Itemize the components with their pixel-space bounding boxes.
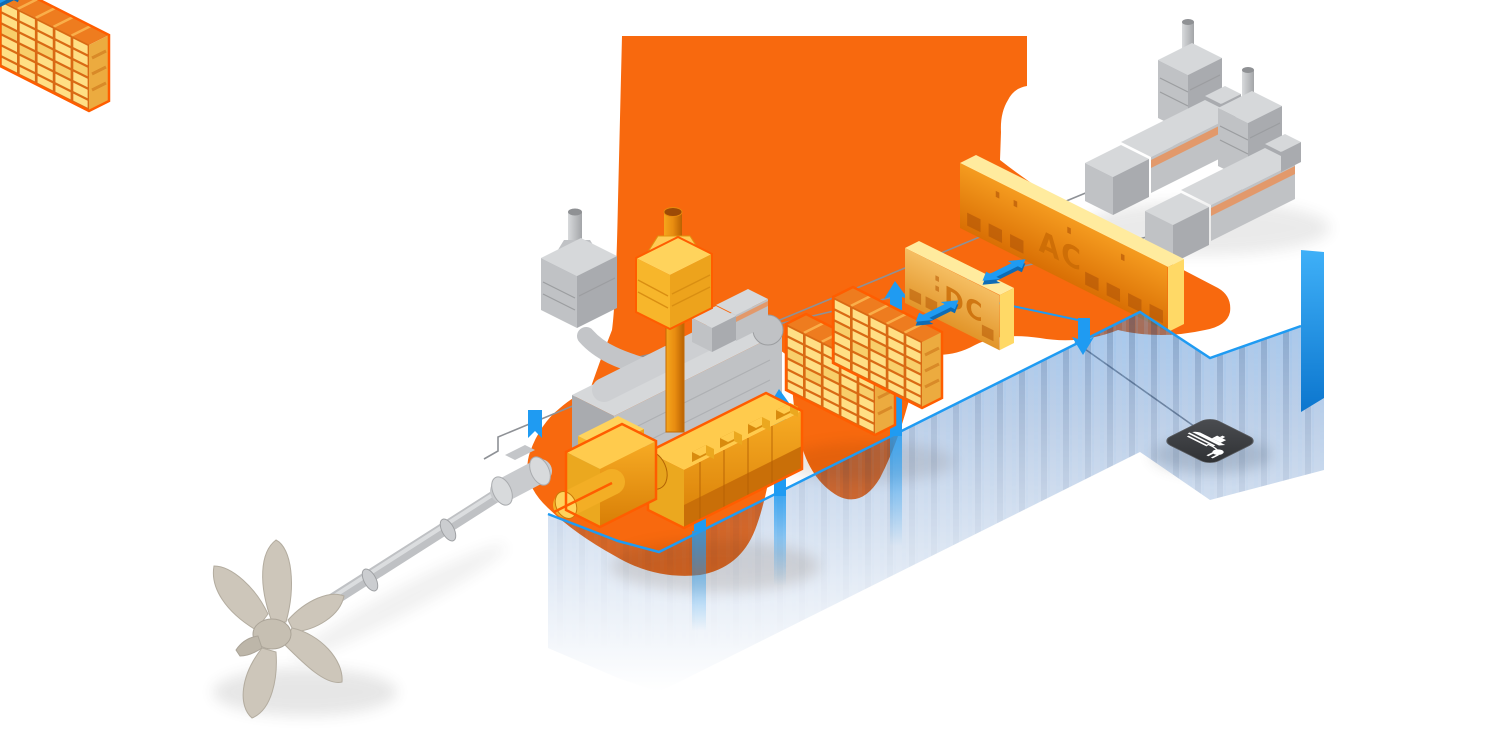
propeller-blade-down-right (283, 627, 343, 683)
plug-prongs (1206, 452, 1219, 459)
auxiliary-genset (692, 289, 768, 352)
dc-hub-connection-fade (890, 436, 902, 546)
genset-power-line-1 (483, 186, 1101, 460)
propeller-hub (252, 618, 292, 650)
wave-lines (1186, 432, 1216, 447)
aux-alt-front (692, 318, 712, 352)
rack-outline (0, 0, 111, 113)
aux-strip (736, 301, 768, 322)
plug-cable (1206, 443, 1219, 451)
shaft-coupling-2 (439, 518, 457, 542)
clutch-disc-2 (529, 456, 551, 486)
genset-group (1085, 19, 1302, 264)
propeller-blade-up (262, 539, 292, 623)
silencer-top (636, 237, 712, 275)
ac-side-face (1168, 259, 1184, 332)
plane-streaks (548, 312, 1324, 692)
shore-power-badge (1166, 419, 1254, 463)
clutch-disc-1 (491, 476, 513, 506)
rack-top (0, 0, 109, 45)
dc-side-face (1000, 288, 1014, 350)
gearbox-outline (553, 422, 658, 529)
backup-exhaust-pipe-top (568, 212, 582, 246)
gearbox-pto (553, 416, 658, 529)
aux-eng-top (716, 289, 768, 315)
silencer-top (541, 238, 617, 276)
propeller-hub-cap (235, 635, 263, 657)
rack-end (89, 35, 109, 111)
engine-outline (646, 391, 804, 530)
shaft-clutch (490, 445, 552, 506)
rack-end-shelves (91, 49, 107, 92)
rack-front-modules (0, 0, 90, 111)
aux-alt-top (692, 306, 736, 328)
plane-right-bar (1301, 250, 1324, 412)
gearbox-top (566, 424, 656, 469)
silencer-top (1158, 43, 1222, 75)
propeller-shadow (213, 668, 397, 716)
ship-shore-power-icon (1186, 431, 1227, 459)
engine-front-ribs (699, 426, 773, 520)
diesel-genset-1 (1085, 19, 1241, 215)
propeller (212, 539, 345, 719)
pto-connection-pennant (528, 410, 542, 438)
pipe-opening (1182, 19, 1194, 25)
main-engine (636, 391, 804, 530)
alternator-right (1113, 159, 1149, 215)
silencer-front (541, 258, 577, 328)
silencer-outline (635, 235, 713, 331)
pipe-opening (568, 208, 582, 216)
charge-air-strip (1151, 118, 1235, 168)
battery-connection-fade (774, 496, 786, 586)
silencer-front (636, 258, 670, 329)
clutch-top-box (505, 445, 535, 460)
alternator-top (1085, 145, 1149, 177)
ship-hull (1192, 431, 1226, 446)
ac-windows (967, 190, 1163, 324)
ac-switchboard: AC (960, 155, 1184, 332)
silencer-ribs (637, 274, 711, 309)
badge-tile (1166, 419, 1254, 463)
battery-rack-row (0, 0, 111, 113)
shaft-shadow (293, 544, 507, 660)
silencer-ribs (1159, 74, 1221, 107)
ship-superstructure (1211, 435, 1227, 443)
engine-top (1121, 100, 1235, 157)
plug-body (1212, 449, 1224, 456)
silencer-right (577, 256, 617, 328)
main-engine-exhaust (635, 207, 713, 433)
dc-windows (909, 275, 994, 342)
dc-face-bg (905, 248, 1000, 351)
engine-top (648, 393, 802, 470)
propeller-blade-right (287, 593, 345, 633)
rack-top-dividers (17, 0, 93, 37)
shaft-coupling-1 (361, 568, 379, 592)
propeller-blade-down-left (242, 647, 277, 719)
engine-connection-fade (692, 531, 706, 631)
ac-front-face: AC (960, 163, 1168, 332)
ac-connection-arrow (1072, 318, 1094, 355)
propeller-blade-left (212, 565, 269, 631)
aux-alt-side (712, 316, 736, 352)
alternator-front (1085, 163, 1113, 215)
silencer-right (670, 254, 712, 329)
ac-top-face (960, 155, 1184, 267)
rack-modules (1, 2, 88, 108)
stack-opening (663, 207, 683, 217)
battery-racks (0, 0, 944, 437)
turbo-top (1205, 86, 1241, 104)
silencer-ribs (542, 277, 616, 311)
stack-top-pipe (664, 212, 682, 242)
